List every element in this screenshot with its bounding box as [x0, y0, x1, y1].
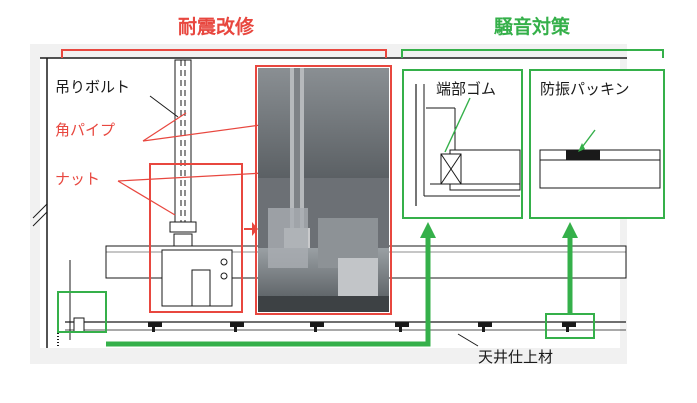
nut-label: ナット — [55, 170, 101, 188]
photo-frame — [255, 65, 392, 315]
wall-end-connector — [106, 236, 431, 347]
seismic-heading: 耐震改修 — [178, 16, 255, 38]
ceiling-finish-label: 天井仕上材 — [478, 348, 554, 366]
vibration-packing-label: 防振パッキン — [540, 80, 630, 98]
hanging-bolt-label: 吊りボルト — [55, 78, 131, 96]
noise-bracket-line — [401, 49, 664, 58]
rubber-end-label: 端部ゴム — [436, 80, 497, 98]
clamp-highlight-box — [149, 163, 243, 313]
wall-end-highlight-box — [57, 291, 107, 333]
retrofit-photo — [258, 68, 389, 312]
ceiling-clips — [148, 322, 576, 332]
clamp-to-photo-arrow — [244, 222, 258, 236]
square-pipe-label: 角パイプ — [55, 121, 116, 139]
noise-heading: 騒音対策 — [494, 16, 571, 38]
hanging-bolt — [174, 59, 192, 231]
seismic-bracket-line — [61, 49, 387, 58]
